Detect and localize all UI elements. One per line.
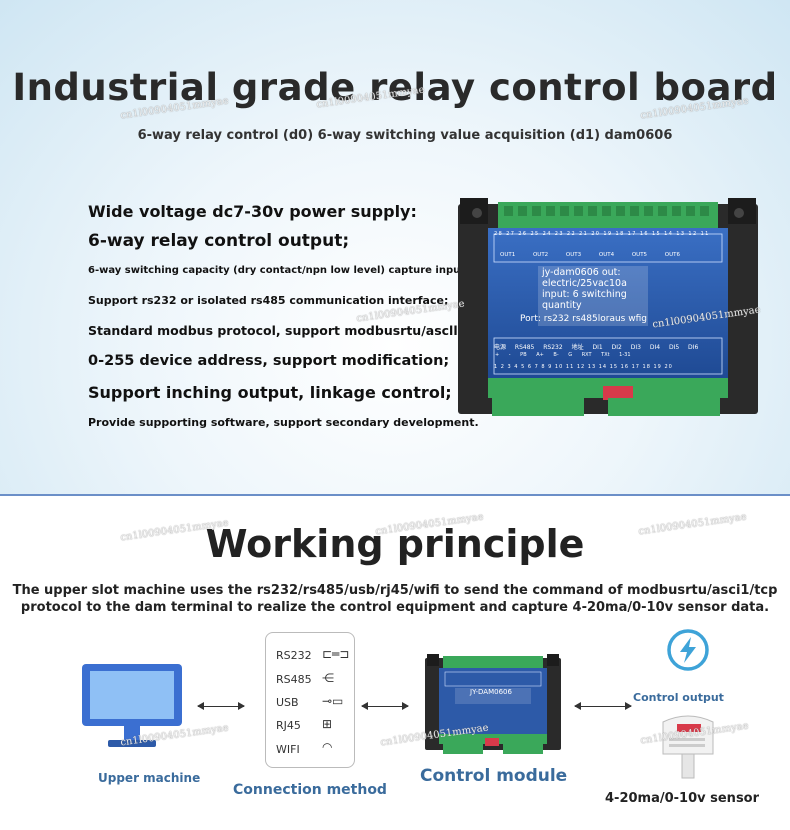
feature-item: Standard modbus protocol, support modbus… xyxy=(88,323,458,338)
feature-item: Support inching output, linkage control; xyxy=(88,383,452,402)
monitor-icon xyxy=(82,664,182,747)
conn-item-wifi: WIFI xyxy=(276,743,300,756)
board-bottom-sublabels: + - PB A+ B- G RXT TXt 1-31 xyxy=(495,352,631,358)
board-bottom-pins: 1 2 3 4 5 6 7 8 9 10 11 12 13 14 15 16 1… xyxy=(494,364,673,370)
board-top-pins: 28 27 26 25 24 23 22 21 20 19 18 17 16 1… xyxy=(494,231,710,237)
working-title: Working principle xyxy=(205,522,585,566)
control-module-label: Control module xyxy=(420,766,568,786)
board-outs: OUT1 OUT2 OUT3 OUT4 OUT5 OUT6 xyxy=(500,252,681,258)
working-description: The upper slot machine uses the rs232/rs… xyxy=(12,583,778,615)
conn-item-usb: USB xyxy=(276,696,299,709)
upper-machine-label: Upper machine xyxy=(98,771,201,785)
connection-method-label: Connection method xyxy=(233,782,387,798)
ethernet-icon: ⊞ xyxy=(322,717,333,731)
board-port-text: Port: rs232 rs485loraus wfig xyxy=(520,314,647,324)
page-title: Industrial grade relay control board xyxy=(12,66,778,109)
control-module-image xyxy=(425,654,561,754)
conn-item-rs485: RS485 xyxy=(276,673,312,686)
connection-method-box: RS232 ⊏═⊐ RS485 ⋲ USB ⊸▭ RJ45 ⊞ WIFI ◠ xyxy=(265,632,355,768)
serial-port-icon: ⊏═⊐ xyxy=(322,647,350,661)
module-name-text: JY-DAM0606 xyxy=(470,688,512,696)
sensor-label: 4-20ma/0-10v sensor xyxy=(605,791,760,806)
feature-item: Support rs232 or isolated rs485 communic… xyxy=(88,294,449,307)
usb-icon: ⊸▭ xyxy=(322,694,344,708)
lightning-icon xyxy=(667,629,709,671)
arrow-double-icon xyxy=(197,702,245,710)
wifi-icon: ◠ xyxy=(322,740,333,754)
feature-item: 6-way switching capacity (dry contact/np… xyxy=(88,265,466,276)
arrow-double-icon xyxy=(574,702,632,710)
section-divider xyxy=(0,494,790,496)
relay-board-image xyxy=(458,198,758,416)
bus-icon: ⋲ xyxy=(322,671,334,685)
conn-item-rj45: RJ45 xyxy=(276,719,301,732)
control-output-label: Control output xyxy=(633,691,724,704)
board-bottom-labels: 电源 RS485 RS232 地址 DI1 DI2 DI3 DI4 DI5 DI… xyxy=(494,344,699,351)
conn-item-rs232: RS232 xyxy=(276,649,312,662)
feature-item: Provide supporting software, support sec… xyxy=(88,416,479,429)
board-info: jy-dam0606 out: electric/25vac10a input:… xyxy=(542,267,627,311)
feature-item: Wide voltage dc7-30v power supply: xyxy=(88,202,417,221)
arrow-double-icon xyxy=(361,702,409,710)
feature-item: 0-255 device address, support modificati… xyxy=(88,353,450,369)
feature-item: 6-way relay control output; xyxy=(88,231,350,251)
page-subtitle: 6-way relay control (d0) 6-way switching… xyxy=(137,128,673,143)
sensor-image xyxy=(662,715,714,779)
